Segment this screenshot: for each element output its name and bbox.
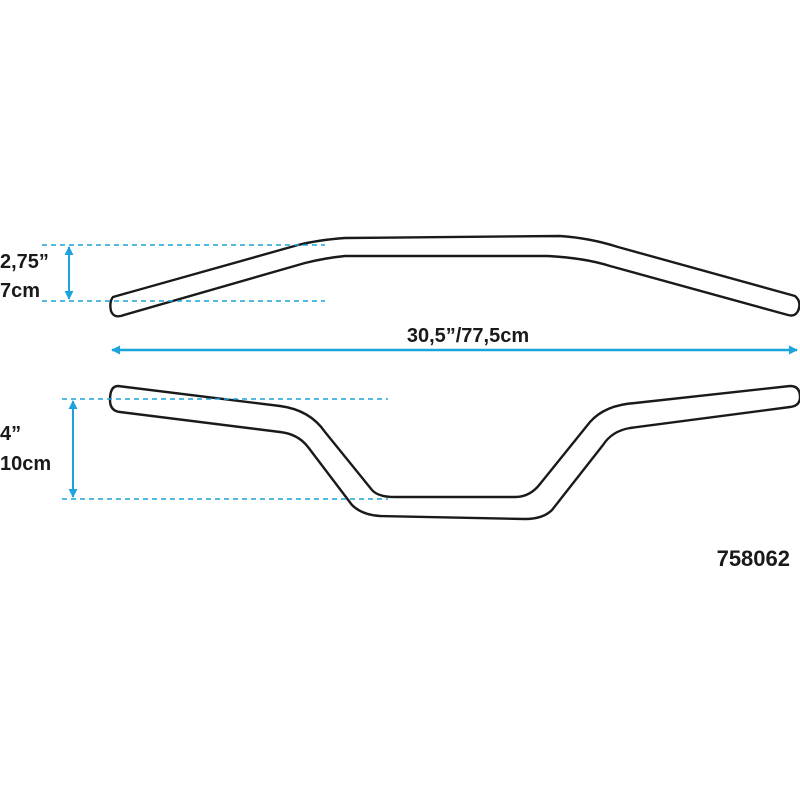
- pullback-dimension: [62, 398, 388, 500]
- rise-inch-label: 2,75”: [0, 251, 49, 273]
- front-view-handlebar: [109, 234, 800, 318]
- width-label: 30,5”/77,5cm: [407, 325, 529, 347]
- front-view-outline: [109, 234, 800, 318]
- pullback-inch-label: 4”: [0, 423, 21, 445]
- pullback-cm-label: 10cm: [0, 453, 51, 475]
- rise-dimension: [42, 244, 325, 302]
- top-view-handlebar: [108, 384, 800, 521]
- top-view-outline: [108, 384, 800, 521]
- part-number: 758062: [717, 546, 790, 571]
- rise-cm-label: 7cm: [0, 280, 40, 302]
